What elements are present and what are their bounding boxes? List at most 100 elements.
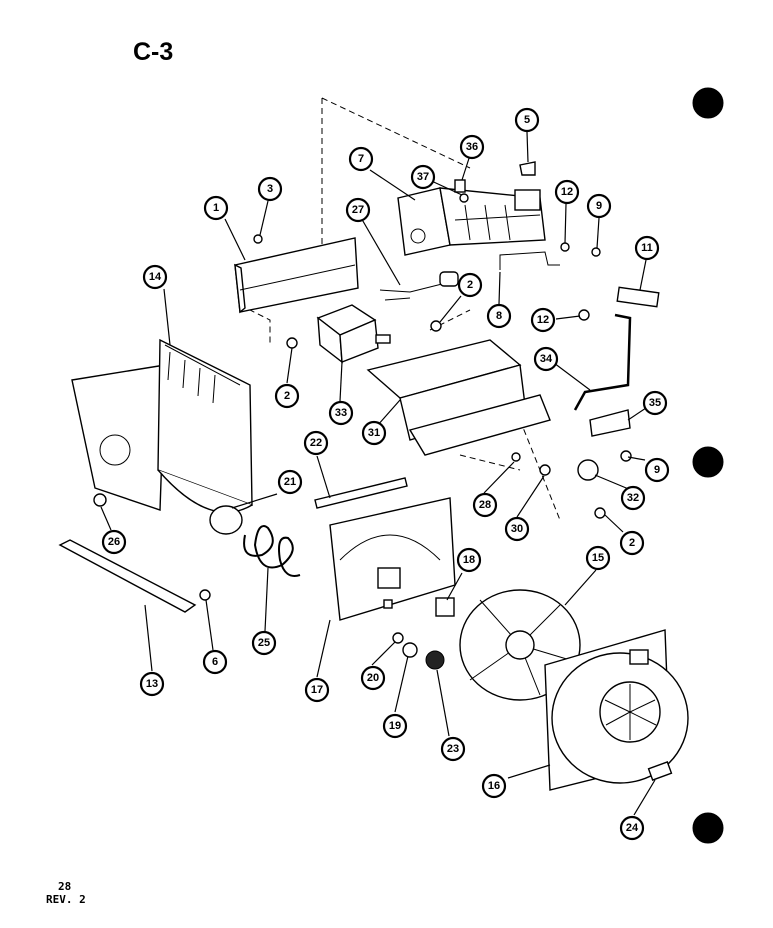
part-37-screw	[459, 193, 469, 203]
binder-hole-bottom	[692, 812, 724, 844]
callout-31: 31	[361, 420, 387, 446]
part-6-screw	[199, 589, 211, 601]
svg-text:26: 26	[108, 536, 120, 548]
svg-text:9: 9	[596, 200, 602, 212]
part-17-blower-housing	[329, 497, 456, 621]
callout-27: 27	[345, 197, 371, 223]
part-35-bracket	[589, 409, 631, 437]
page-footer: 28 REV. 2	[46, 880, 86, 906]
svg-text:7: 7	[358, 153, 364, 165]
assembly-line-top	[239, 97, 561, 521]
callout-16: 16	[481, 773, 507, 799]
part-22-bar	[314, 477, 408, 509]
callout-21: 21	[277, 469, 303, 495]
callout-9a: 9	[586, 193, 612, 219]
callout-7: 7	[348, 146, 374, 172]
callout-11: 11	[634, 235, 660, 261]
svg-text:24: 24	[626, 822, 639, 834]
part-32-switch	[577, 459, 599, 481]
callout-34: 34	[533, 346, 559, 372]
callout-12b: 12	[530, 307, 556, 333]
part-9a-screw	[591, 247, 601, 257]
part-21-disc	[209, 505, 243, 535]
part-7-icemaker	[397, 187, 546, 256]
svg-text:28: 28	[479, 499, 491, 511]
callout-22: 22	[303, 430, 329, 456]
binder-hole-top	[692, 87, 724, 119]
part-27-harness	[379, 271, 459, 301]
callout-1: 1	[203, 195, 229, 221]
svg-text:37: 37	[417, 171, 429, 183]
callout-3: 3	[257, 176, 283, 202]
callout-2b: 2	[457, 272, 483, 298]
part-2c-screw	[594, 507, 606, 519]
callout-9b: 9	[644, 457, 670, 483]
part-1-bracket	[234, 237, 359, 314]
svg-text:12: 12	[561, 186, 573, 198]
part-34-rod	[573, 313, 632, 411]
part-2a-screw	[286, 337, 298, 349]
part-25-spring	[243, 525, 301, 577]
callout-32: 32	[620, 485, 646, 511]
callout-37: 37	[410, 164, 436, 190]
svg-text:8: 8	[496, 310, 502, 322]
part-23-nut	[425, 650, 445, 670]
callout-8: 8	[486, 303, 512, 329]
svg-text:19: 19	[389, 720, 401, 732]
callout-28: 28	[472, 492, 498, 518]
part-2b-screw	[430, 320, 442, 332]
svg-text:6: 6	[212, 656, 218, 668]
svg-text:15: 15	[592, 552, 604, 564]
svg-text:34: 34	[540, 353, 553, 365]
callout-33: 33	[328, 400, 354, 426]
svg-text:31: 31	[368, 427, 380, 439]
page-title: C-3	[133, 38, 174, 66]
callout-18: 18	[456, 547, 482, 573]
binder-hole-middle	[692, 446, 724, 478]
svg-text:21: 21	[284, 476, 296, 488]
page-number: 28	[58, 880, 72, 893]
callout-2a: 2	[274, 383, 300, 409]
part-26-screw	[93, 493, 107, 507]
svg-text:2: 2	[284, 390, 290, 402]
part-16-blower	[544, 629, 689, 791]
part-8-wire	[499, 251, 560, 270]
part-36-piece	[454, 179, 466, 193]
callout-30: 30	[504, 516, 530, 542]
callout-5: 5	[514, 107, 540, 133]
part-5-clip	[519, 161, 536, 176]
callout-20: 20	[360, 665, 386, 691]
callout-2c: 2	[619, 530, 645, 556]
callout-15: 15	[585, 545, 611, 571]
part-33-motor	[316, 304, 391, 364]
svg-text:3: 3	[267, 183, 273, 195]
part-12a-screw	[560, 242, 570, 252]
callout-36: 36	[459, 134, 485, 160]
part-12b-screw	[578, 309, 590, 321]
svg-text:33: 33	[335, 407, 347, 419]
svg-text:1: 1	[213, 202, 219, 214]
part-19-washer	[402, 642, 418, 658]
part-3-screw	[253, 234, 263, 244]
svg-text:2: 2	[467, 279, 473, 291]
svg-text:5: 5	[524, 114, 530, 126]
callout-6: 6	[202, 649, 228, 675]
part-13-rail	[58, 539, 197, 613]
svg-text:17: 17	[311, 684, 323, 696]
part-30-screw	[539, 464, 551, 476]
callout-35: 35	[642, 390, 668, 416]
callout-23: 23	[440, 736, 466, 762]
part-24-vent	[647, 761, 673, 781]
callout-19: 19	[382, 713, 408, 739]
svg-text:23: 23	[447, 743, 459, 755]
part-18-gasket	[435, 597, 455, 617]
callout-17: 17	[304, 677, 330, 703]
svg-text:11: 11	[641, 242, 653, 254]
callout-13: 13	[139, 671, 165, 697]
callout-14: 14	[142, 264, 168, 290]
svg-text:13: 13	[146, 678, 158, 690]
part-14-housing	[71, 338, 253, 514]
part-31-tray	[366, 339, 551, 456]
part-20-washer	[392, 632, 404, 644]
